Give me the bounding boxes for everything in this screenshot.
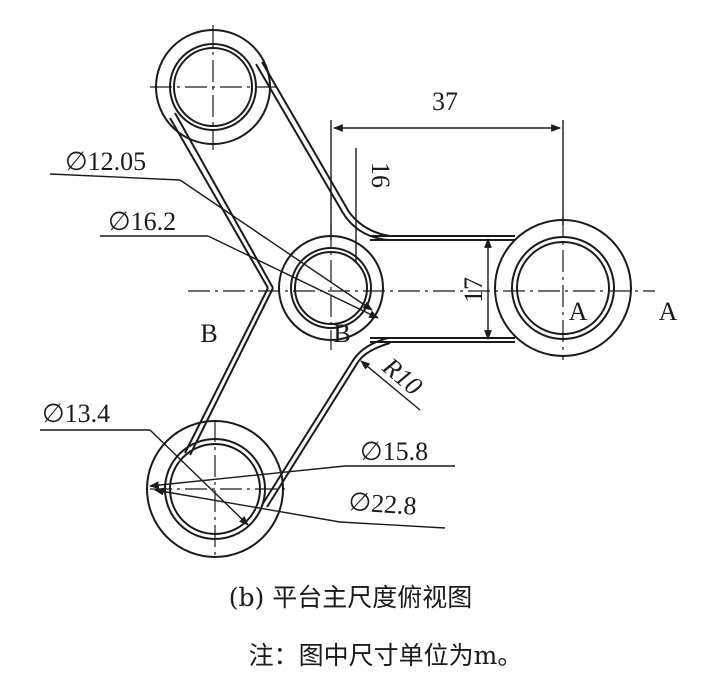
- section-label-a-outer: A: [659, 297, 678, 326]
- section-label-a-inner: A: [569, 297, 588, 326]
- dimension-dia-16-2-lines: [100, 235, 379, 319]
- dimension-17-label: 17: [459, 277, 488, 303]
- dimension-37-lines: [330, 120, 564, 240]
- pontoon-upper: [169, 61, 391, 289]
- dimension-dia-12-05-lines: [49, 173, 373, 311]
- dimension-dia-22-8-label: ∅22.8: [348, 487, 418, 521]
- dimension-r10-label: R10: [376, 351, 427, 401]
- dimension-r10-lines: [360, 360, 421, 411]
- dimension-37-label: 37: [432, 87, 458, 116]
- dimension-dia-15-8-label: ∅15.8: [360, 437, 428, 466]
- pontoon-right: [370, 235, 515, 343]
- section-label-b-center: B: [333, 319, 350, 348]
- pontoon-lower: [184, 287, 391, 508]
- dimension-dia-13-4-lines: [40, 429, 249, 526]
- dimension-dia-15-8-lines: [149, 465, 455, 489]
- dimension-dia-12-05-label: ∅12.05: [65, 147, 146, 176]
- dimension-dia-22-8-lines: [154, 487, 446, 529]
- center-lines: [150, 25, 655, 560]
- figure-caption: (b) 平台主尺度俯视图: [228, 583, 473, 612]
- unit-note: 注：图中尺寸单位为m。: [248, 641, 523, 670]
- dimension-dia-16-2-label: ∅16.2: [108, 207, 176, 236]
- dimension-16-label: 16: [366, 162, 395, 188]
- dimension-dia-13-4-label: ∅13.4: [42, 399, 110, 428]
- platform-top-view-drawing: 37 16 17 R10 ∅12.05 ∅16.2 ∅13.4 ∅15.8 ∅2…: [40, 25, 678, 560]
- section-label-b-left: B: [200, 319, 217, 348]
